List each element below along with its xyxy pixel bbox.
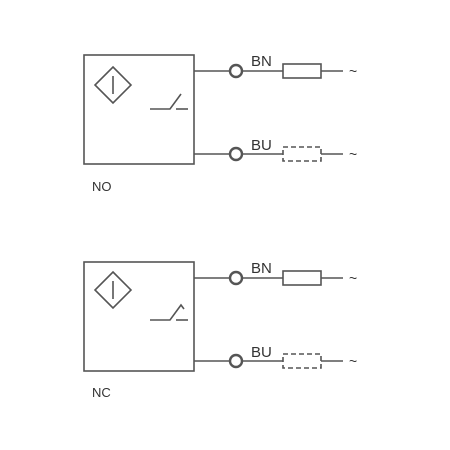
terminal-symbol-bn-no: ~	[349, 63, 357, 79]
terminal-bu-nc	[228, 353, 244, 369]
wire-label-bu-no: BU	[251, 137, 272, 154]
sensor-box-no	[83, 54, 195, 165]
wire-label-bu-nc: BU	[251, 344, 272, 361]
terminal-symbol-bu-no: ~	[349, 146, 357, 162]
terminal-symbol-bu-nc: ~	[349, 353, 357, 369]
load-resistor-bn-nc	[282, 270, 322, 286]
sensor-box-nc	[83, 261, 195, 372]
circuit-no	[83, 54, 343, 165]
terminal-symbol-bn-nc: ~	[349, 270, 357, 286]
circuit-label-no: NO	[92, 179, 112, 194]
terminal-bu-no	[228, 146, 244, 162]
load-resistor-bu-nc	[282, 353, 322, 369]
load-resistor-bn-no	[282, 63, 322, 79]
sensor-symbol-icon	[93, 65, 133, 105]
sensor-symbol-icon	[93, 270, 133, 310]
terminal-bn-nc	[228, 270, 244, 286]
no-contact-switch-icon	[150, 93, 182, 110]
nc-contact-switch-icon	[150, 303, 185, 321]
wire-label-bn-no: BN	[251, 53, 272, 70]
circuit-nc	[83, 261, 343, 372]
terminal-bn-no	[228, 63, 244, 79]
circuit-label-nc: NC	[92, 385, 111, 400]
load-resistor-bu-no	[282, 146, 322, 162]
wire-label-bn-nc: BN	[251, 260, 272, 277]
